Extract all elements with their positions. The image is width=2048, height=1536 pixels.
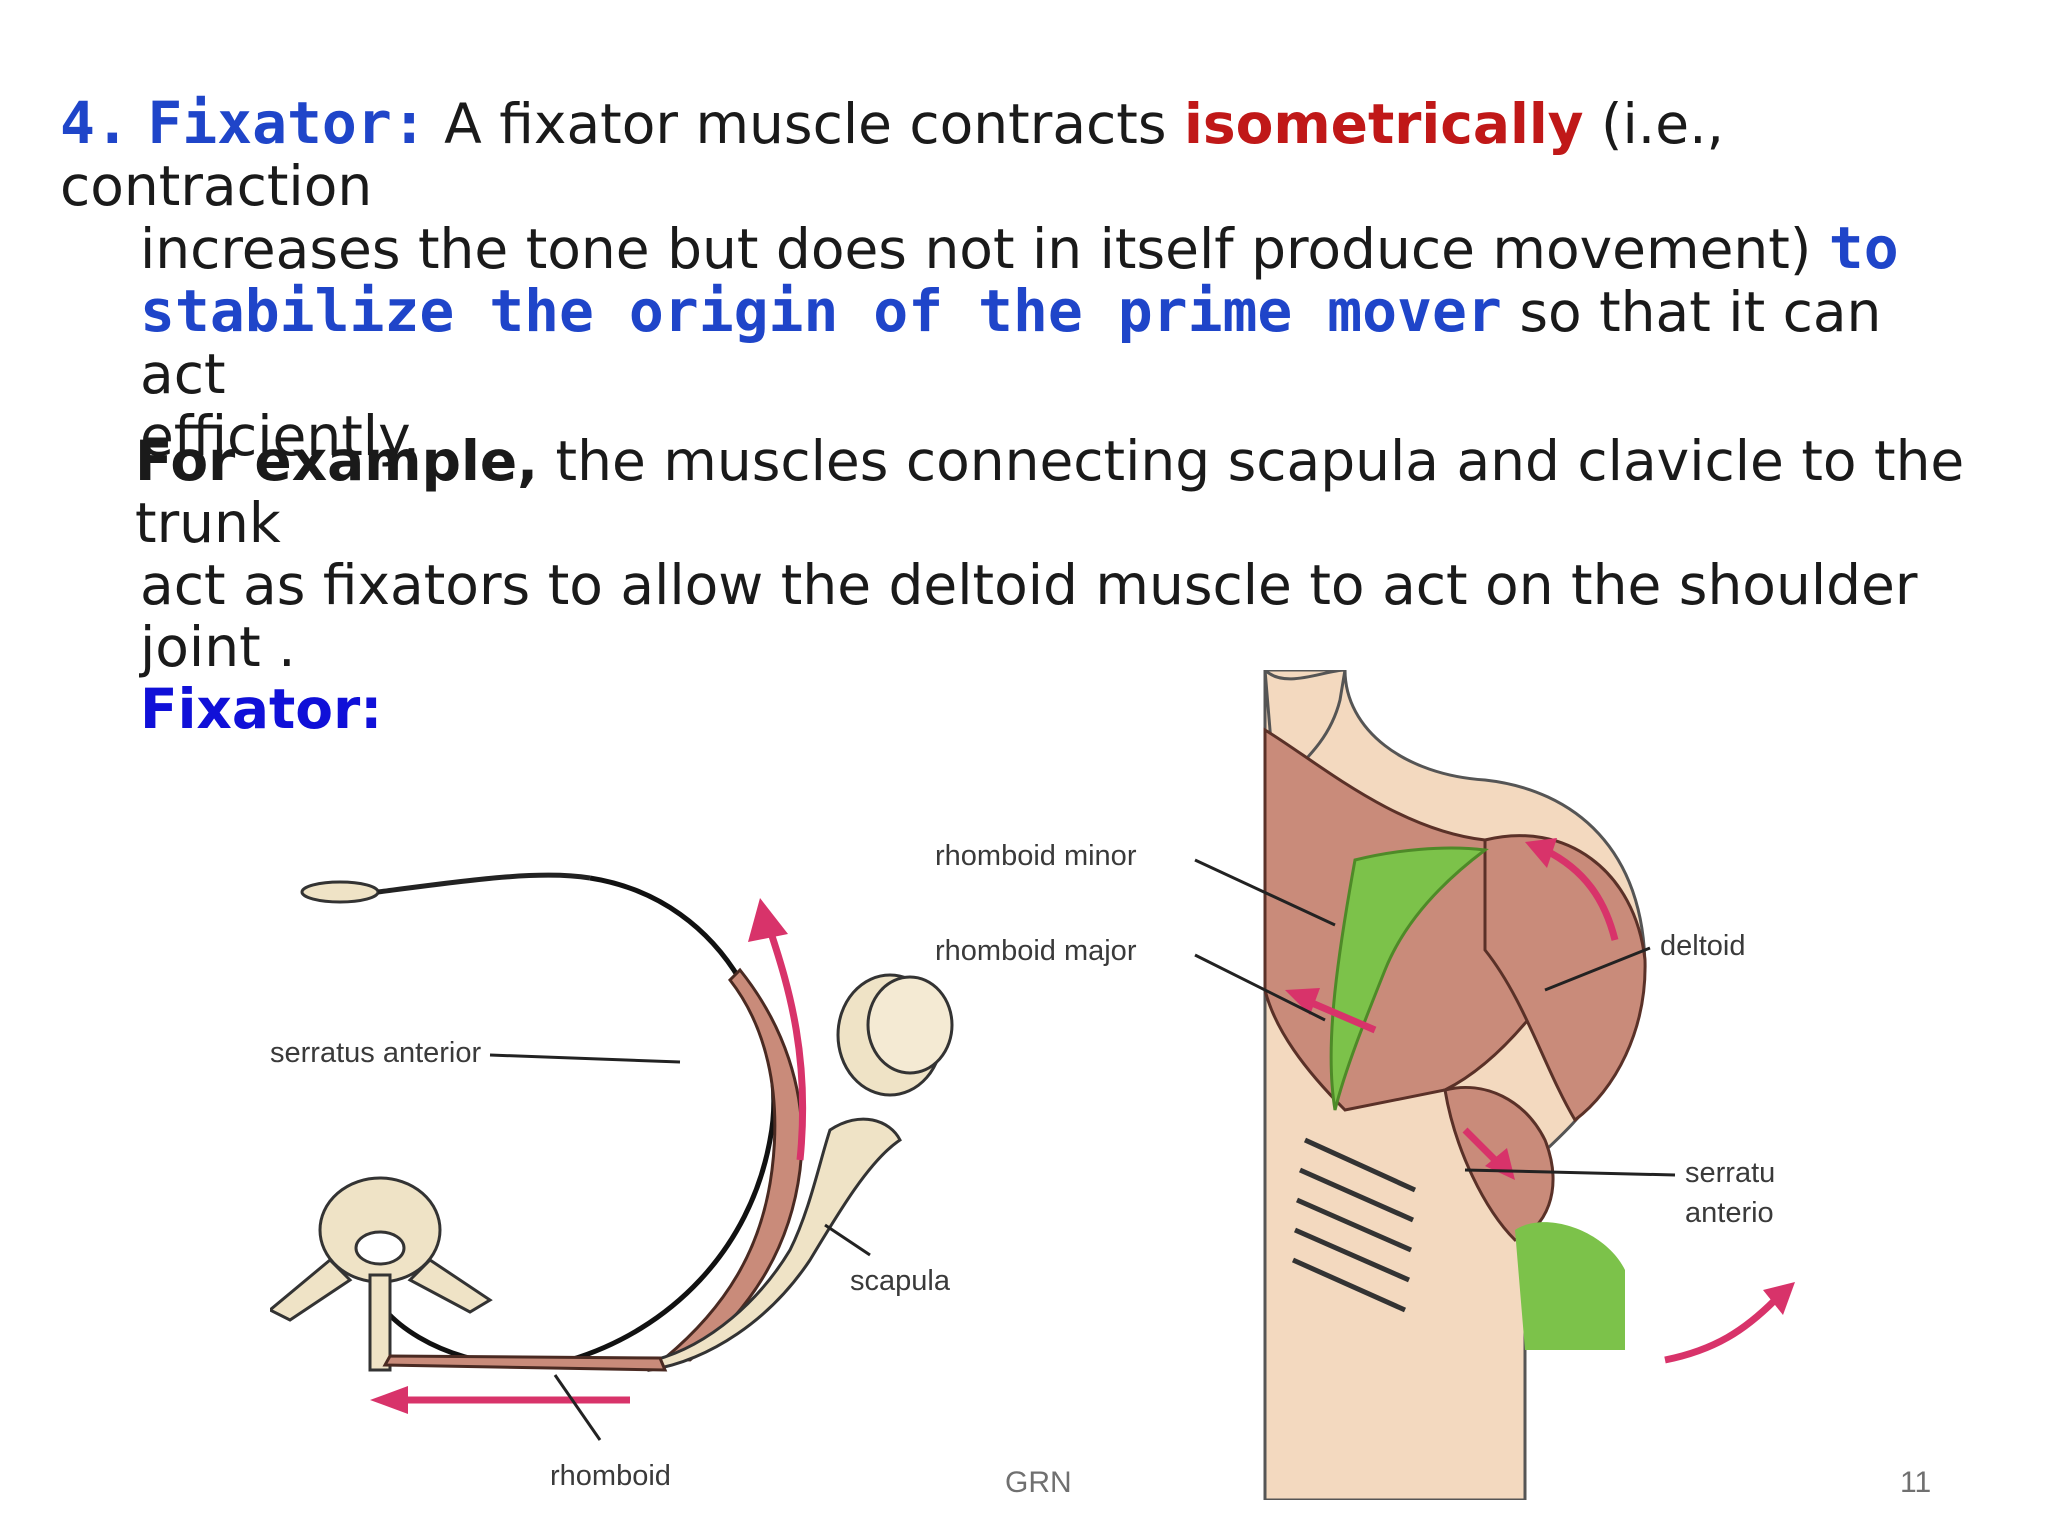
fixator-label: Fixator:	[140, 677, 383, 741]
example-line-2: act as fixators to allow the deltoid mus…	[135, 554, 1995, 678]
scapula-outline-green	[1329, 846, 1489, 1111]
item-number: 4.	[60, 89, 130, 157]
arm-rotation-arrow	[1664, 1297, 1778, 1364]
rhomboid-major-leader	[1194, 953, 1326, 1022]
definition-line-2: increases the tone but does not in itsel…	[60, 217, 1940, 280]
deltoid-arrowhead	[1525, 838, 1557, 868]
example-lead: For example,	[135, 429, 539, 493]
fixator-definition-paragraph: 4. Fixator: A fixator muscle contracts i…	[60, 92, 1940, 467]
rhomboid-muscle	[382, 1354, 668, 1372]
fixator-heading: Fixator:	[147, 89, 427, 157]
serratus-leader-right	[1464, 1168, 1676, 1177]
rhomboid-arrow-right	[1303, 996, 1377, 1034]
definition-text-b: (i.e., contraction	[60, 92, 1725, 218]
scapula-label: scapula	[850, 1265, 951, 1297]
highlight-stabilize: stabilize the origin of the prime mover	[140, 277, 1502, 345]
definition-text-c: increases the tone but does not in itsel…	[140, 217, 1829, 281]
page-number: 11	[1900, 1466, 1932, 1499]
rhomboid-arrowhead-right	[1285, 988, 1320, 1015]
serratus-leader-line	[489, 1053, 681, 1064]
serratus-anterior-muscle	[661, 967, 804, 1362]
ribs	[1291, 1137, 1417, 1313]
deltoid-label: deltoid	[1660, 930, 1745, 962]
definition-line-4: efficiently.	[60, 405, 1940, 467]
example-paragraph: For example, the muscles connecting scap…	[135, 430, 1995, 740]
deltoid-leader	[1544, 946, 1651, 992]
arm-rotation-arrowhead	[1763, 1282, 1795, 1315]
serratus-anterior-label: serratus anterior	[270, 1037, 481, 1069]
example-text-b: act as fixators to allow the deltoid mus…	[140, 553, 1918, 679]
scapula-cross-section-diagram: serratus anterior scapula rhomboid	[270, 872, 954, 1492]
definition-text-e: efficiently.	[140, 404, 421, 468]
highlight-to: to	[1828, 214, 1899, 282]
vertebra	[270, 1176, 493, 1372]
rhomboid-leader-line	[553, 1374, 602, 1441]
serratus-label-line1: serratu	[1685, 1157, 1775, 1189]
serratus-arrowhead	[748, 898, 788, 942]
footer-author: GRN	[1005, 1466, 1072, 1499]
scapula-bone	[647, 1117, 902, 1372]
rhomboid-minor-label: rhomboid minor	[935, 840, 1137, 872]
serratus-arrow	[766, 928, 807, 1161]
humeral-head	[836, 973, 954, 1097]
rhomboid-label: rhomboid	[550, 1460, 671, 1492]
definition-line-3: stabilize the origin of the prime mover …	[60, 280, 1940, 405]
arm-green-fixator	[1515, 1222, 1625, 1350]
rhomboid-major-label: rhomboid major	[935, 935, 1137, 967]
clavicle-tip	[300, 872, 591, 904]
deltoid-arrow	[1543, 846, 1619, 941]
definition-text-a: A fixator muscle contracts	[444, 92, 1184, 156]
example-text-a: the muscles connecting scapula and clavi…	[135, 429, 1965, 555]
definition-text-d: so that it can act	[140, 280, 1882, 406]
isometrically-emphasis: isometrically	[1184, 92, 1584, 156]
serratus-label-line2: anterio	[1685, 1197, 1774, 1229]
back-shoulder-muscles-diagram: rhomboid minor rhomboid major deltoid se…	[935, 670, 1795, 1500]
rhomboid-arrowhead	[370, 1386, 408, 1414]
scapula-leader-line	[824, 1223, 871, 1257]
rhomboid-minor-leader	[1194, 858, 1336, 927]
